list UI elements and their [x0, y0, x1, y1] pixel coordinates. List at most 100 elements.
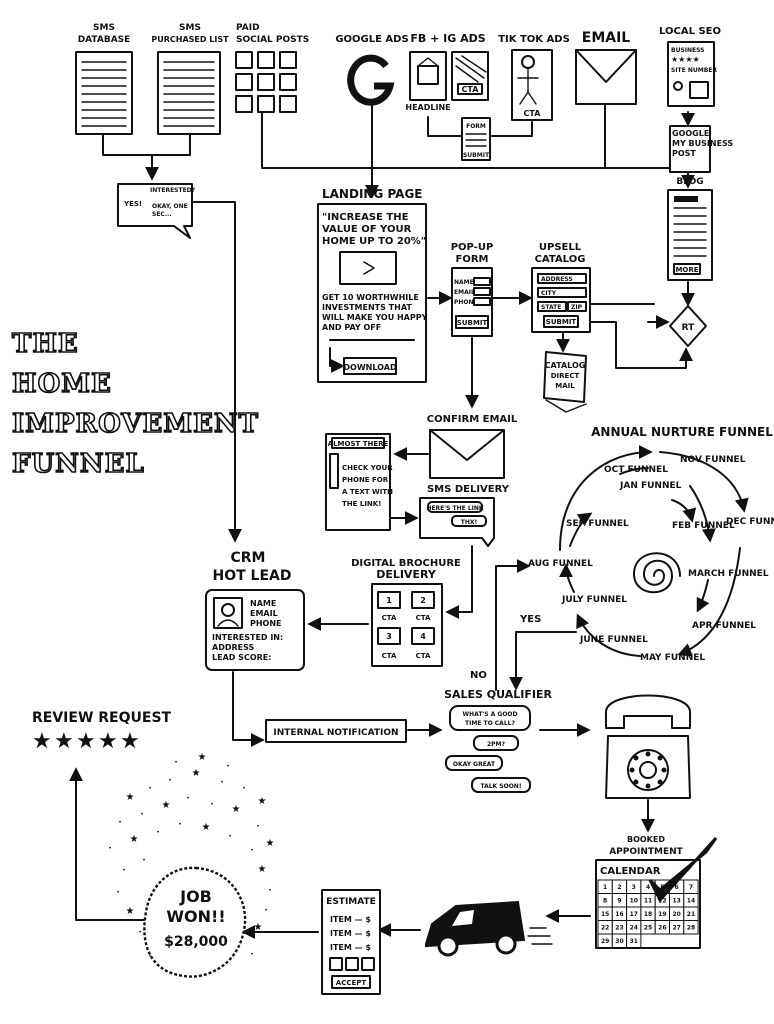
title-line-1: THE	[12, 329, 79, 359]
gmb-label-2: MY BUSINESS	[672, 139, 733, 148]
internal-notification-label: INTERNAL NOTIFICATION	[273, 728, 398, 738]
calendar-day: 28	[687, 925, 695, 932]
calendar-day: 4	[646, 884, 650, 891]
fb-cta-label: CTA	[462, 85, 480, 94]
sq-msg-1-line-1: WHAT'S A GOOD	[463, 711, 518, 718]
sms-delivery-label: SMS DELIVERY	[427, 484, 510, 495]
catalog-direct-mail: CATALOG DIRECT MAIL	[543, 351, 587, 413]
source-email: EMAIL	[575, 30, 637, 105]
popup-name-input[interactable]	[473, 277, 491, 286]
download-button-label: DOWNLOAD	[343, 363, 397, 372]
sparkle-icon: ★	[202, 822, 211, 833]
calendar-day: 18	[644, 911, 652, 918]
upsell-catalog: UPSELL CATALOG ADDRESS CITY STATE ZIP SU…	[531, 242, 591, 333]
popup-phone-input[interactable]	[473, 297, 491, 306]
almost-there-header: ALMOST THERE	[328, 440, 389, 448]
source-sms-database: SMS DATABASE	[75, 23, 133, 135]
fb-headline-label: HEADLINE	[405, 103, 450, 112]
star-icon: ★	[98, 729, 118, 754]
blog-label: BLOG	[676, 177, 703, 187]
calendar-day: 14	[687, 898, 695, 905]
city-label: CITY	[541, 290, 557, 297]
city-input[interactable]	[537, 287, 587, 298]
calendar-day: 20	[672, 911, 680, 918]
calendar-day: 25	[644, 925, 652, 932]
source-paid-social: PAID SOCIAL POSTS	[235, 23, 309, 113]
gmb-label-3: POST	[672, 149, 696, 158]
site-number-label: SITE NUMBER	[671, 67, 717, 74]
calendar-day: 15	[601, 911, 609, 918]
calendar-grid: 1234567891011121314151617181920212223242…	[597, 879, 699, 948]
accept-button[interactable]	[331, 975, 371, 989]
form-card-bottom: SUBMIT	[463, 152, 490, 159]
popup-submit-button[interactable]	[455, 315, 489, 329]
sparkle-icon: •	[108, 845, 112, 852]
job-won-amount: $28,000	[164, 934, 228, 950]
sms-conversation-bubble: INTERESTED? YES! OKAY, ONE SEC...	[117, 183, 196, 239]
sales-qualifier: SALES QUALIFIER WHAT'S A GOOD TIME TO CA…	[444, 688, 552, 793]
sparkle-icon: •	[250, 951, 254, 958]
landing-headline-1: "INCREASE THE	[322, 212, 409, 223]
bubble-yes: YES!	[123, 200, 142, 208]
month-jan: JAN FUNNEL	[619, 481, 682, 491]
source-fb-ig-ads: FB + IG ADS HEADLINE CTA	[405, 32, 489, 112]
source-tiktok-ads: TIK TOK ADS CTA	[498, 34, 570, 121]
crm-heading-1: CRM	[231, 550, 266, 566]
email-label: EMAIL	[582, 30, 631, 46]
title-line-2: HOME	[12, 369, 112, 399]
no-label: NO	[470, 670, 487, 681]
estimate-item-3: ITEM — $	[330, 943, 371, 952]
house-icon	[417, 65, 439, 85]
sparkle-icon: •	[168, 777, 172, 784]
internal-notification-box	[265, 719, 407, 743]
calendar-day: 3	[632, 884, 636, 891]
rt-label: RT	[682, 323, 696, 333]
confirm-envelope-icon	[429, 429, 505, 479]
sq-msg-1-line-2: TIME TO CALL?	[465, 720, 515, 727]
brochure-cell-3: 3	[386, 632, 392, 641]
crm-interested-in: INTERESTED IN:	[212, 633, 283, 642]
download-button[interactable]	[343, 357, 397, 375]
yes-label: YES	[519, 614, 541, 625]
estimate: ESTIMATE ITEM — $ ITEM — $ ITEM — $ ACCE…	[321, 889, 381, 995]
sq-msg-1	[449, 705, 531, 731]
calendar-day: 12	[658, 898, 666, 905]
sparkle-icon: •	[268, 887, 272, 894]
upsell-submit-label: SUBMIT	[546, 318, 577, 326]
sparkle-icon: ★	[130, 834, 139, 845]
paid-social-grid	[235, 51, 297, 113]
sq-msg-2	[473, 735, 519, 751]
popup-submit-label: SUBMIT	[457, 319, 488, 327]
state-input[interactable]	[537, 301, 567, 312]
sparkle-icon: ★	[198, 752, 207, 763]
calendar-day: 24	[630, 925, 638, 932]
zip-label: ZIP	[571, 304, 583, 311]
upsell-submit-button[interactable]	[543, 315, 579, 328]
estimate-item-2: ITEM — $	[330, 929, 371, 938]
sparkle-icon: •	[178, 821, 182, 828]
sms-delivery-msg-2: THX!	[461, 519, 477, 526]
brochure-heading-1: DIGITAL BROCHURE	[351, 558, 461, 569]
month-aug: AUG FUNNEL	[528, 559, 593, 569]
popup-email-input[interactable]	[473, 287, 491, 296]
paid-social-label-1: PAID	[236, 23, 260, 33]
popup-heading-1: POP-UP	[451, 242, 494, 253]
fb-ig-ads-label: FB + IG ADS	[410, 32, 485, 45]
retargeting-node: RT	[669, 305, 707, 347]
landing-body-2: INVESTMENTS THAT	[322, 303, 412, 312]
calendar-day: 23	[615, 925, 623, 932]
almost-there-line-3: A TEXT WITH	[342, 488, 393, 496]
review-heading: REVIEW REQUEST	[32, 710, 172, 726]
calendar-day: 19	[658, 911, 666, 918]
zip-input[interactable]	[567, 301, 587, 312]
sms-delivery-msg-1: HERE'S THE LINK	[426, 505, 483, 512]
sparkle-icon: ★	[126, 792, 135, 803]
popup-field-phone: PHONE	[454, 299, 478, 306]
address-input[interactable]	[537, 273, 587, 284]
calendar-day: 31	[630, 938, 638, 945]
calendar-day: 2	[617, 884, 621, 891]
calendar-day: 17	[630, 911, 638, 918]
star-icon: ★	[76, 729, 96, 754]
calendar-day: 13	[672, 898, 680, 905]
